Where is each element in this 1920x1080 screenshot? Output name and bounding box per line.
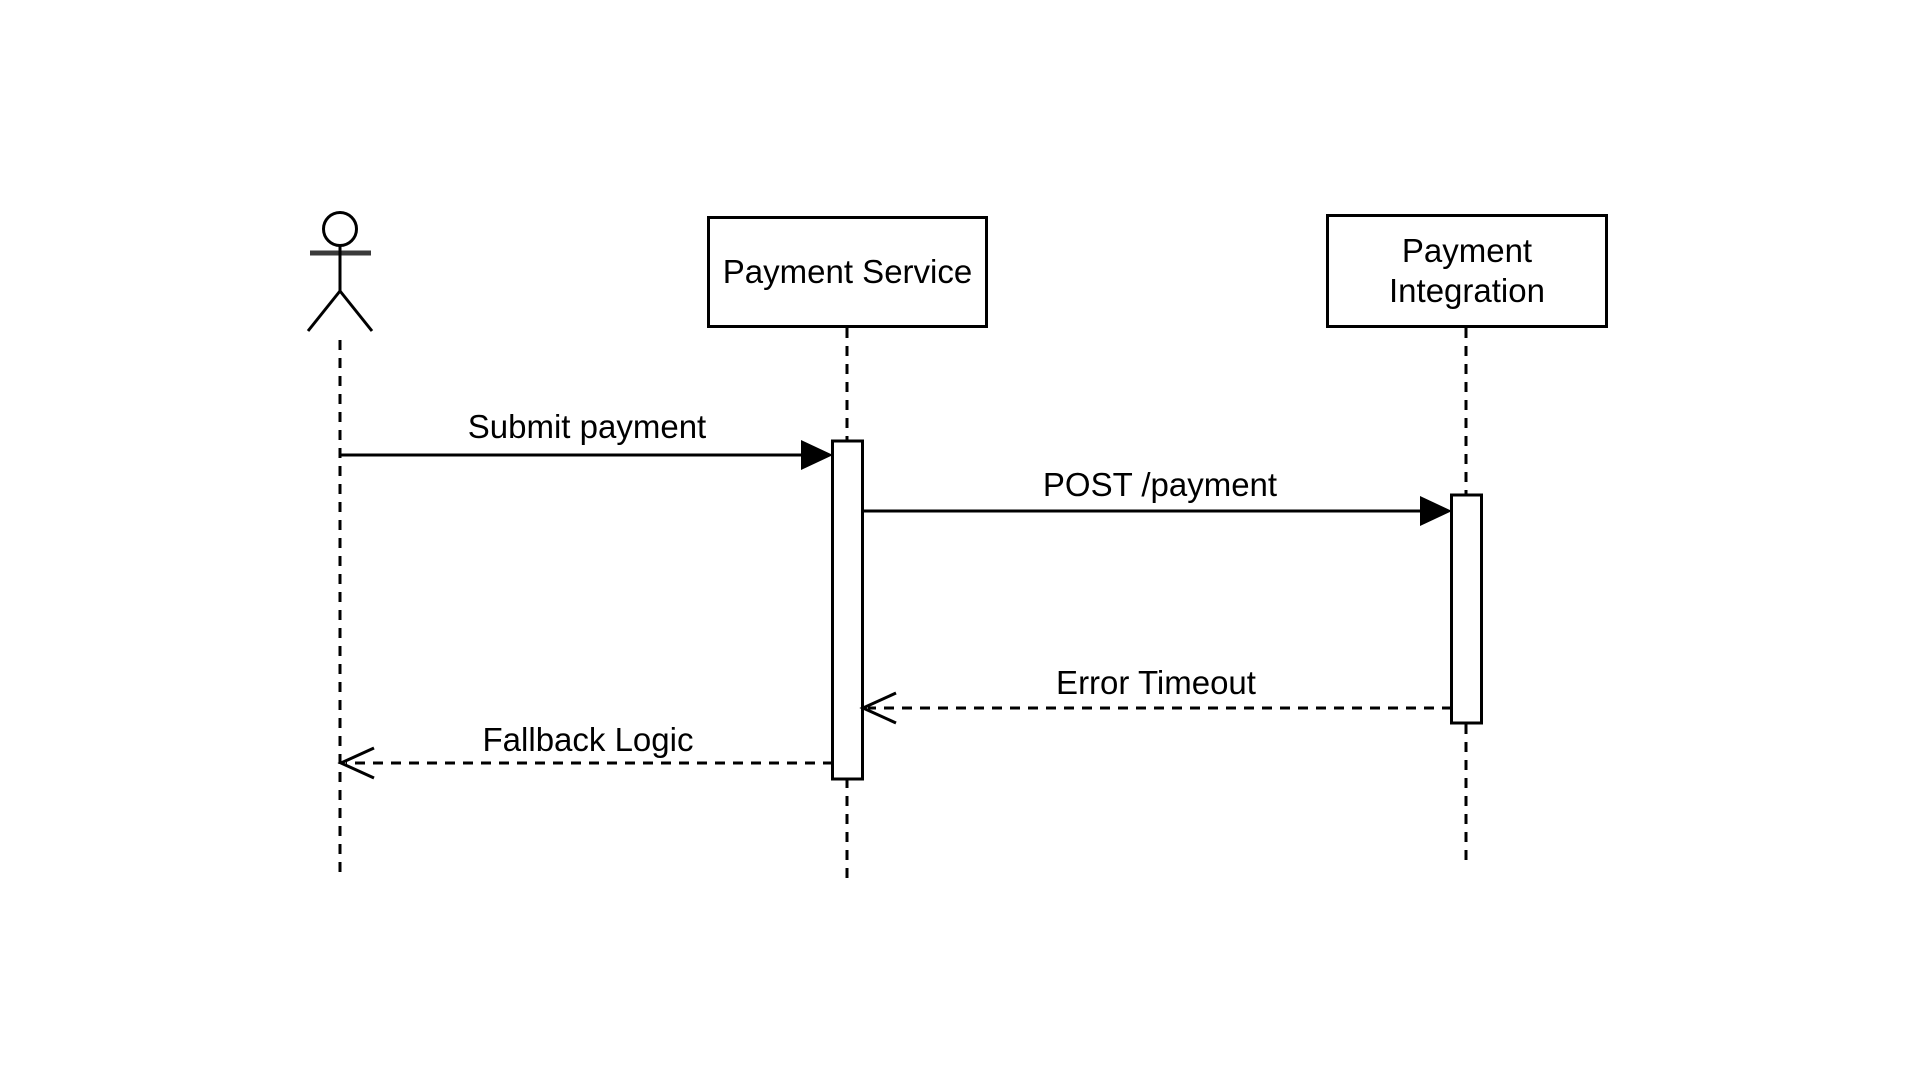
participant-label-payment-integration: Payment Integration (1389, 232, 1545, 309)
message-label-submit-payment: Submit payment (467, 408, 707, 445)
submit-payment-arrowhead-icon (801, 440, 833, 470)
error-timeout-arrowhead-icon (859, 691, 897, 725)
actor-right-leg-icon (338, 290, 374, 332)
post-payment-arrowhead-icon (1420, 496, 1452, 526)
payment-service-activation-bar (831, 439, 864, 781)
message-label-error-timeout: Error Timeout (1056, 664, 1256, 701)
participant-box-payment-service: Payment Service (707, 216, 988, 328)
participant-box-payment-integration: Payment Integration (1326, 214, 1608, 328)
message-arrow-submit-payment (340, 440, 833, 470)
message-label-fallback-logic: Fallback Logic (482, 721, 694, 758)
fallback-logic-arrowhead-icon (337, 746, 375, 780)
message-arrow-fallback-logic (337, 746, 833, 780)
actor-left-leg-icon (306, 290, 342, 332)
participant-label-payment-service: Payment Service (722, 253, 973, 291)
message-label-post-payment: POST /payment (1042, 466, 1278, 503)
payment-integration-activation-bar (1450, 493, 1483, 725)
message-arrow-post-payment (863, 496, 1452, 526)
actor-icon (306, 211, 374, 332)
actor-head-icon (322, 211, 358, 247)
message-arrow-error-timeout (859, 691, 1452, 725)
